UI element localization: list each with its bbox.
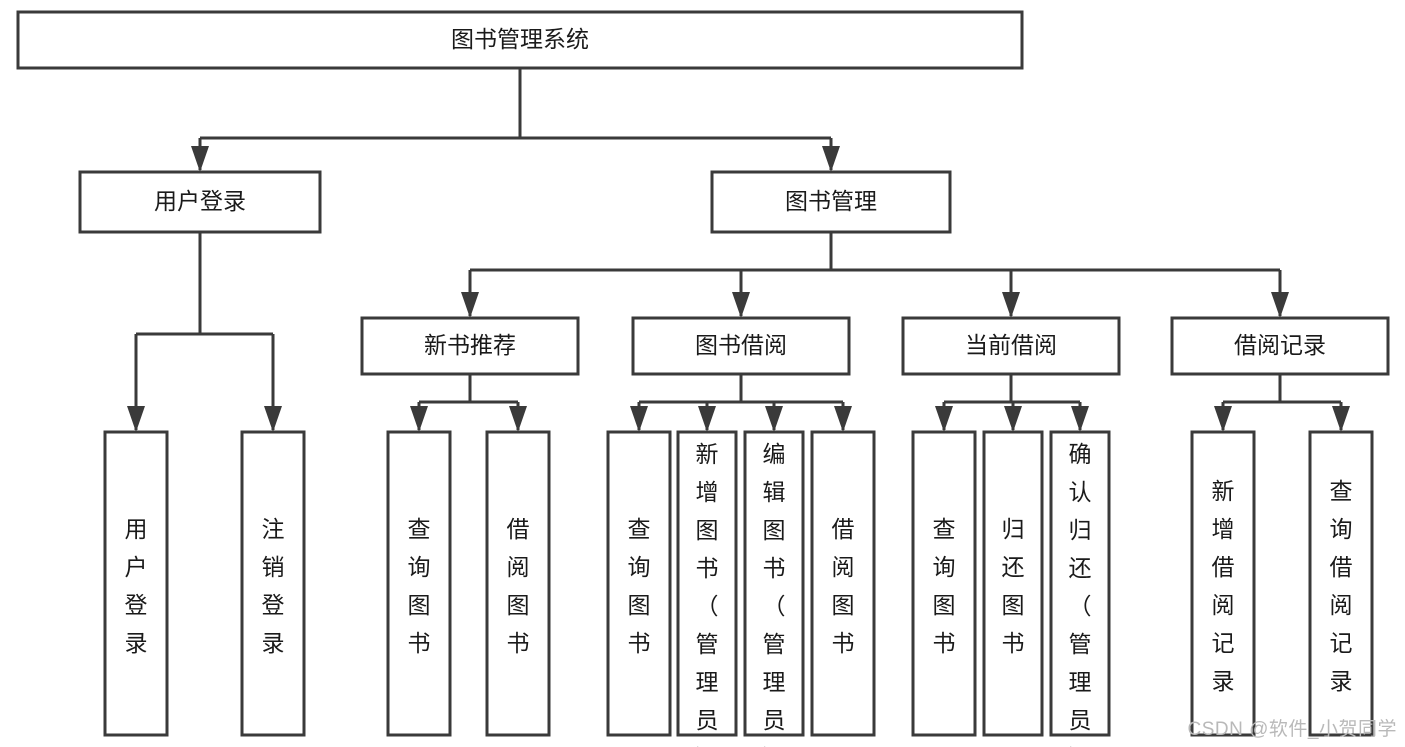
node-box-borrow-add-book[interactable] bbox=[676, 430, 738, 737]
node-box-current-confirm-return[interactable] bbox=[1049, 430, 1111, 737]
node-layer: 图书管理系统用户登录用户登录注销登录图书管理新书推荐查询图书借阅图书图书借阅查询… bbox=[16, 10, 1390, 747]
node-label-recommend-query-book: 查询图书 bbox=[408, 516, 431, 656]
arrow-records-add bbox=[1214, 406, 1232, 432]
node-borrow-records[interactable]: 借阅记录 bbox=[1170, 316, 1390, 376]
node-label-current-return-book: 归还图书 bbox=[1002, 516, 1025, 656]
node-label-borrow-add-book: 新增图书（管理员） bbox=[696, 441, 719, 747]
node-box-records-add[interactable] bbox=[1190, 430, 1256, 737]
node-label-borrow-borrow-book: 借阅图书 bbox=[832, 516, 855, 656]
node-user-login[interactable]: 用户登录 bbox=[78, 170, 322, 234]
node-label-new-book-recommend: 新书推荐 bbox=[424, 332, 516, 358]
node-borrow-edit-book[interactable]: 编辑图书（管理员） bbox=[743, 430, 805, 747]
arrow-book-borrow bbox=[732, 292, 750, 318]
node-label-borrow-edit-book: 编辑图书（管理员） bbox=[763, 441, 786, 747]
node-box-root[interactable] bbox=[16, 10, 1024, 70]
node-recommend-query-book[interactable]: 查询图书 bbox=[386, 430, 452, 737]
node-records-query[interactable]: 查询借阅记录 bbox=[1308, 430, 1374, 737]
node-current-borrow[interactable]: 当前借阅 bbox=[901, 316, 1121, 376]
node-records-add[interactable]: 新增借阅记录 bbox=[1190, 430, 1256, 737]
node-label-root: 图书管理系统 bbox=[451, 26, 589, 52]
arrow-borrow-add-book bbox=[698, 406, 716, 432]
arrow-user-logout bbox=[264, 406, 282, 432]
node-book-borrow[interactable]: 图书借阅 bbox=[631, 316, 851, 376]
node-recommend-borrow-book[interactable]: 借阅图书 bbox=[485, 430, 551, 737]
connector-layer bbox=[127, 68, 1350, 432]
node-label-borrow-query-book: 查询图书 bbox=[628, 516, 651, 656]
arrow-recommend-borrow-book bbox=[509, 406, 527, 432]
node-label-current-query-book: 查询图书 bbox=[933, 516, 956, 656]
arrow-current-query-book bbox=[935, 406, 953, 432]
node-current-return-book[interactable]: 归还图书 bbox=[982, 430, 1044, 737]
arrow-user-login-do bbox=[127, 406, 145, 432]
node-label-records-add: 新增借阅记录 bbox=[1212, 478, 1235, 694]
arrow-book-management bbox=[822, 146, 840, 172]
node-box-book-borrow[interactable] bbox=[631, 316, 851, 376]
node-label-user-logout: 注销登录 bbox=[262, 516, 285, 656]
node-label-user-login: 用户登录 bbox=[154, 188, 246, 214]
node-box-recommend-query-book[interactable] bbox=[386, 430, 452, 737]
node-user-login-do[interactable]: 用户登录 bbox=[103, 430, 169, 737]
node-borrow-borrow-book[interactable]: 借阅图书 bbox=[810, 430, 876, 737]
node-box-recommend-borrow-book[interactable] bbox=[485, 430, 551, 737]
node-box-user-logout[interactable] bbox=[240, 430, 306, 737]
node-label-book-borrow: 图书借阅 bbox=[695, 332, 787, 358]
node-label-recommend-borrow-book: 借阅图书 bbox=[507, 516, 530, 656]
node-label-current-confirm-return: 确认归还（管理员） bbox=[1069, 441, 1092, 747]
node-book-management[interactable]: 图书管理 bbox=[710, 170, 952, 234]
arrow-borrow-borrow-book bbox=[834, 406, 852, 432]
node-box-borrow-edit-book[interactable] bbox=[743, 430, 805, 737]
node-label-borrow-records: 借阅记录 bbox=[1234, 332, 1326, 358]
node-box-user-login-do[interactable] bbox=[103, 430, 169, 737]
node-borrow-query-book[interactable]: 查询图书 bbox=[606, 430, 672, 737]
node-borrow-add-book[interactable]: 新增图书（管理员） bbox=[676, 430, 738, 747]
arrow-user-login bbox=[191, 146, 209, 172]
node-new-book-recommend[interactable]: 新书推荐 bbox=[360, 316, 580, 376]
arrow-current-confirm-return bbox=[1071, 406, 1089, 432]
arrow-borrow-query-book bbox=[630, 406, 648, 432]
node-box-book-management[interactable] bbox=[710, 170, 952, 234]
arrow-new-book-recommend bbox=[461, 292, 479, 318]
node-box-borrow-records[interactable] bbox=[1170, 316, 1390, 376]
node-root[interactable]: 图书管理系统 bbox=[16, 10, 1024, 70]
node-label-current-borrow: 当前借阅 bbox=[965, 332, 1057, 358]
node-user-logout[interactable]: 注销登录 bbox=[240, 430, 306, 737]
node-current-query-book[interactable]: 查询图书 bbox=[911, 430, 977, 737]
node-box-current-return-book[interactable] bbox=[982, 430, 1044, 737]
watermark-text: CSDN @软件_小贺同学 bbox=[1187, 719, 1397, 740]
arrow-records-query bbox=[1332, 406, 1350, 432]
node-current-confirm-return[interactable]: 确认归还（管理员） bbox=[1049, 430, 1111, 747]
node-label-user-login-do: 用户登录 bbox=[125, 516, 148, 656]
arrow-recommend-query-book bbox=[410, 406, 428, 432]
arrow-current-borrow bbox=[1002, 292, 1020, 318]
node-label-book-management: 图书管理 bbox=[785, 188, 877, 214]
node-box-borrow-borrow-book[interactable] bbox=[810, 430, 876, 737]
node-box-current-query-book[interactable] bbox=[911, 430, 977, 737]
arrow-current-return-book bbox=[1004, 406, 1022, 432]
arrow-borrow-records bbox=[1271, 292, 1289, 318]
arrow-borrow-edit-book bbox=[765, 406, 783, 432]
node-box-new-book-recommend[interactable] bbox=[360, 316, 580, 376]
node-box-user-login[interactable] bbox=[78, 170, 322, 234]
node-box-records-query[interactable] bbox=[1308, 430, 1374, 737]
node-box-current-borrow[interactable] bbox=[901, 316, 1121, 376]
node-label-records-query: 查询借阅记录 bbox=[1330, 478, 1353, 694]
node-box-borrow-query-book[interactable] bbox=[606, 430, 672, 737]
